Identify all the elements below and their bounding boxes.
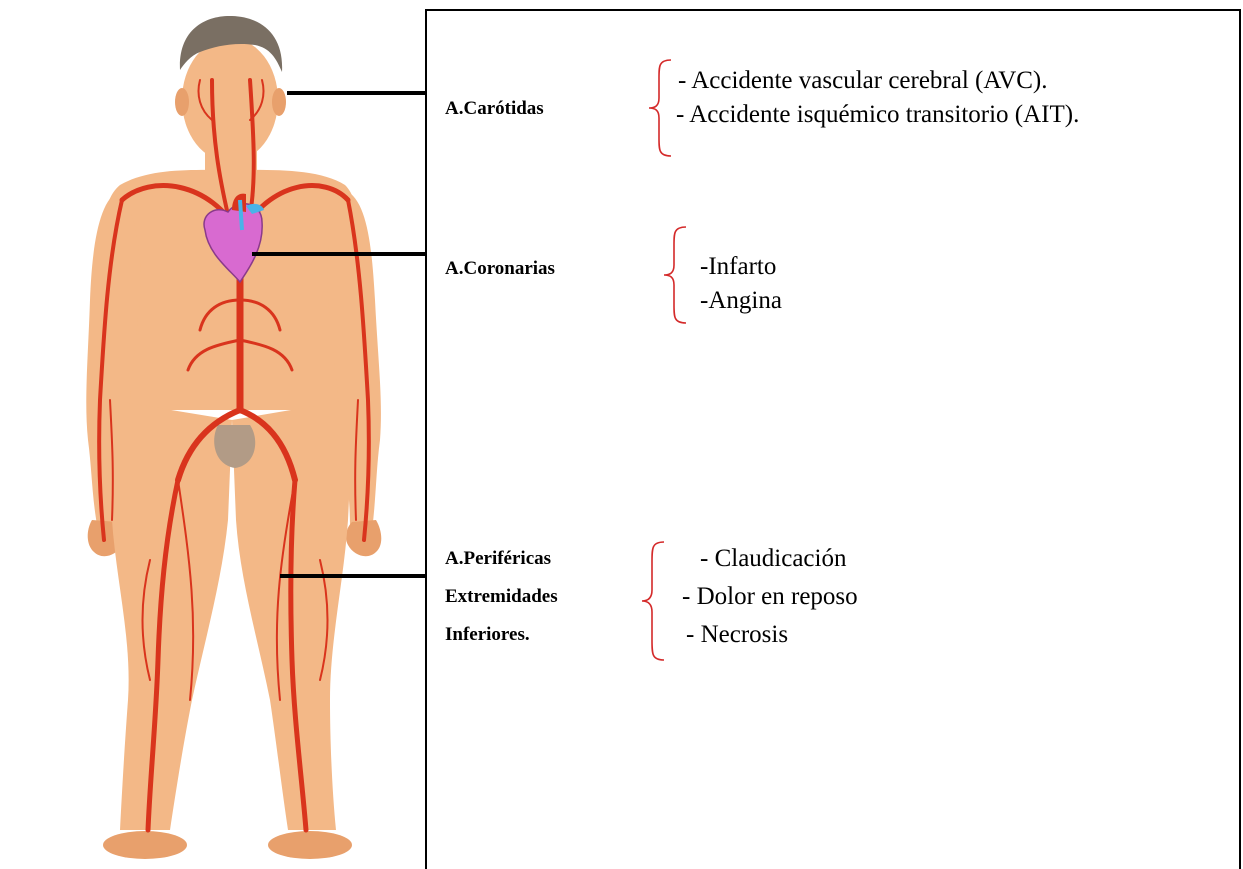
region-label-line: Inferiores. — [445, 616, 558, 654]
region-label-line: Extremidades — [445, 578, 558, 616]
region-label-carotidas: A.Carótidas — [445, 90, 544, 128]
connector-perifericas — [280, 574, 427, 578]
condition-item: - Accidente vascular cerebral (AVC). — [678, 64, 1079, 98]
info-panel — [425, 9, 1241, 869]
region-label-line: A.Coronarias — [445, 250, 555, 288]
condition-item: - Necrosis — [686, 616, 858, 654]
brace-perifericas — [638, 540, 668, 662]
condition-item: - Accidente isquémico transitorio (AIT). — [676, 98, 1079, 132]
condition-item: - Dolor en reposo — [682, 578, 858, 616]
region-label-line: A.Carótidas — [445, 90, 544, 128]
brace-carotidas — [645, 58, 675, 158]
condition-list-perifericas: - Claudicación - Dolor en reposo - Necro… — [682, 540, 858, 654]
region-label-line: A.Periféricas — [445, 540, 558, 578]
human-body-illustration — [0, 0, 420, 869]
region-label-coronarias: A.Coronarias — [445, 250, 555, 288]
condition-item: - Claudicación — [700, 540, 858, 578]
body-silhouette — [86, 16, 381, 859]
brace-coronarias — [660, 225, 690, 325]
condition-list-coronarias: -Infarto -Angina — [700, 250, 782, 318]
condition-item: -Infarto — [700, 250, 782, 284]
condition-list-carotidas: - Accidente vascular cerebral (AVC). - A… — [678, 64, 1079, 132]
connector-carotidas — [287, 91, 427, 95]
region-label-perifericas: A.Periféricas Extremidades Inferiores. — [445, 540, 558, 654]
connector-coronarias — [252, 252, 427, 256]
condition-item: -Angina — [700, 284, 782, 318]
